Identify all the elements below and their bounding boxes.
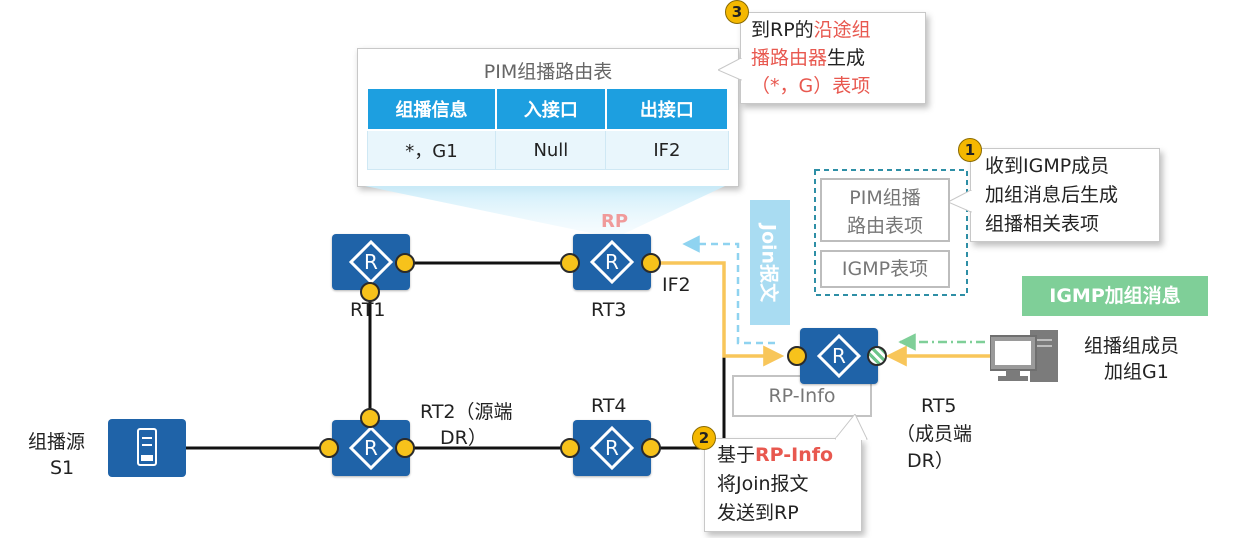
step2-text-2: 将Join报文 (717, 473, 809, 495)
if2-label: IF2 (662, 274, 691, 296)
rt5-pim-table-box: PIM组播 路由表项 (820, 178, 950, 242)
rt5-label-line1: RT5 (921, 395, 957, 417)
step2-text-b: RP-Info (755, 444, 834, 466)
rt2-port-left (319, 438, 339, 458)
join-path (656, 261, 785, 367)
join-arrow (682, 235, 775, 345)
step1-callout-tail (948, 190, 972, 213)
rt3-label: RT3 (591, 299, 627, 321)
rt5-label-line3: DR） (907, 450, 954, 472)
router-rt3[interactable]: R (573, 234, 651, 290)
svg-text:R: R (605, 250, 619, 274)
step2-callout-tail (835, 414, 868, 440)
pim-cell-in: Null (495, 129, 607, 170)
step2-badge: 2 (692, 426, 716, 450)
step1-text-3: 组播相关表项 (985, 213, 1100, 235)
rt5-pim-line1: PIM组播 (849, 187, 921, 209)
pim-cell-out: IF2 (605, 129, 729, 170)
step3-text-a: 到RP的 (751, 19, 814, 41)
rt3-port-if2 (641, 253, 661, 273)
rt2-port-top (360, 408, 380, 428)
member-pc-icon[interactable] (990, 328, 1062, 384)
pim-table-title: PIM组播路由表 (483, 61, 613, 83)
step3-text-b: 沿途组 (813, 19, 871, 41)
rt2-label-line2: DR） (440, 427, 487, 449)
join-message-label: Join报文 (757, 223, 780, 302)
rt5-port-right (867, 346, 887, 366)
rp-label: RP (601, 211, 629, 232)
step2-text-3: 发送到RP (717, 502, 799, 524)
svg-text:R: R (605, 436, 619, 460)
router-rt5[interactable]: R (800, 328, 878, 384)
server-icon (137, 428, 157, 466)
router-icon: R (589, 239, 635, 285)
rt1-port-right (395, 253, 415, 273)
rt3-port-left (560, 253, 580, 273)
step2-text-a: 基于 (717, 444, 756, 466)
member-label-line1: 组播组成员 (1084, 335, 1180, 357)
rt5-port-left (787, 346, 807, 366)
step3-text-c: 播路由器 (751, 47, 828, 69)
multicast-source-server[interactable] (108, 419, 186, 477)
source-label-line1: 组播源 (28, 431, 86, 453)
pim-header-out: 出接口 (604, 87, 730, 131)
router-icon: R (589, 425, 635, 471)
pim-table: 组播信息 入接口 出接口 *，G1 Null IF2 (366, 87, 730, 170)
svg-text:R: R (364, 436, 378, 460)
step2-callout: 基于RP-Info 将Join报文 发送到RP (704, 438, 862, 532)
rt5-label-line2: （成员端 (896, 423, 973, 445)
rt4-port-right (641, 438, 661, 458)
rt5-tables-frame (814, 169, 968, 296)
router-icon: R (816, 333, 862, 379)
pim-header-in: 入接口 (494, 87, 607, 131)
pim-table-pointer (365, 186, 725, 238)
rt2-port-right (395, 438, 415, 458)
step3-callout-tail (718, 58, 742, 81)
rt1-port-bottom (360, 282, 380, 302)
svg-text:R: R (364, 250, 378, 274)
pim-header-info: 组播信息 (366, 87, 497, 131)
step1-text-2: 加组消息后生成 (985, 184, 1119, 206)
rt4-port-left (560, 438, 580, 458)
pim-cell-info: *，G1 (366, 129, 497, 170)
source-label-line2: S1 (50, 457, 75, 479)
router-icon: R (348, 425, 394, 471)
svg-text:R: R (832, 344, 846, 368)
router-rt4[interactable]: R (573, 420, 651, 476)
step3-text-e: （*，G）表项 (751, 75, 871, 97)
igmp-join-box: IGMP加组消息 (1022, 276, 1208, 316)
rt2-label-line1: RT2（源端 (420, 401, 513, 423)
step1-callout: 收到IGMP成员 加组消息后生成 组播相关表项 (970, 148, 1160, 242)
rt5-pim-line2: 路由表项 (846, 215, 923, 237)
member-label-line2: 加组G1 (1104, 361, 1169, 383)
pim-table-callout: PIM组播路由表 组播信息 入接口 出接口 *，G1 Null IF2 (357, 48, 739, 187)
step3-callout: 到RP的沿途组 播路由器生成 （*，G）表项 (740, 12, 926, 104)
step3-text-d: 生成 (827, 47, 866, 69)
rt1-label: RT1 (350, 299, 386, 321)
join-message-box: Join报文 (750, 200, 790, 325)
rt4-label: RT4 (591, 395, 627, 417)
step3-badge: 3 (725, 0, 749, 24)
step1-badge: 1 (958, 138, 982, 162)
step1-text-1: 收到IGMP成员 (985, 155, 1110, 177)
rt5-igmp-table-box: IGMP表项 (820, 250, 950, 288)
